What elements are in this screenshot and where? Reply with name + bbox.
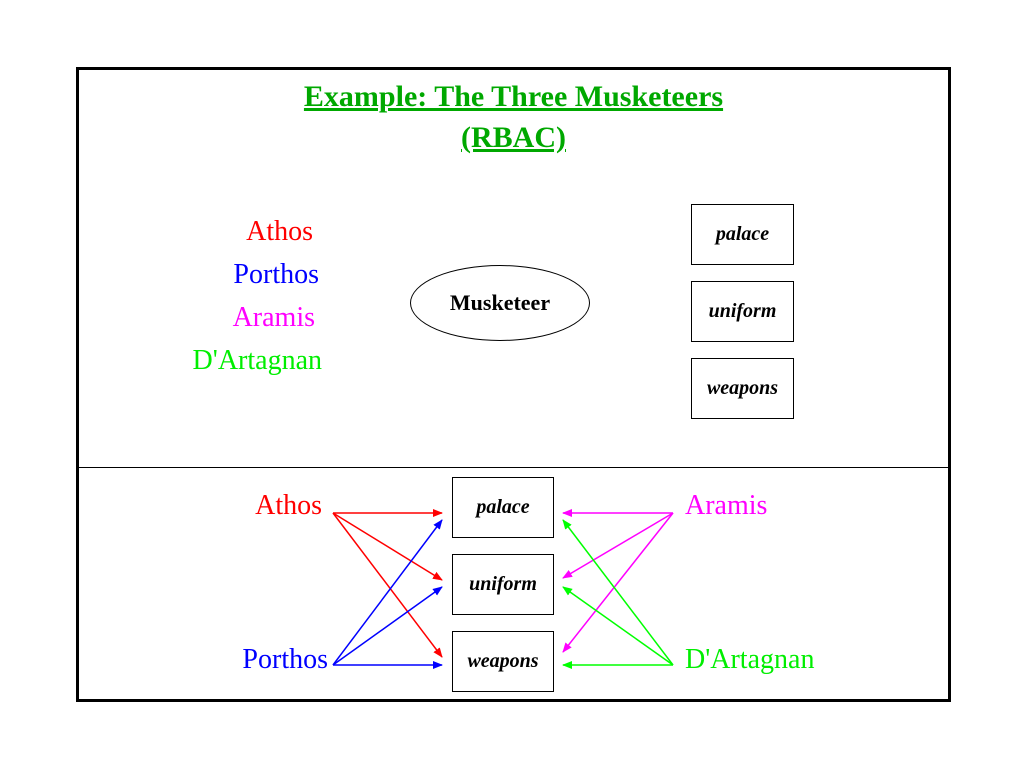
top-user-porthos: Porthos <box>233 259 319 290</box>
arrow-porthos-uniform <box>332 586 443 666</box>
bottom-permission-uniform: uniform <box>452 554 554 615</box>
top-user-athos: Athos <box>246 216 313 247</box>
top-user-aramis: Aramis <box>232 302 315 333</box>
slide-subtitle: (RBAC) <box>461 121 566 154</box>
top-permission-weapons: weapons <box>691 358 794 419</box>
arrow-dartagnan-uniform <box>562 586 674 666</box>
top-permission-palace: palace <box>691 204 794 265</box>
arrow-athos-weapons <box>332 512 443 658</box>
bottom-permission-weapons: weapons <box>452 631 554 692</box>
section-divider <box>79 467 948 468</box>
arrow-porthos-palace <box>332 519 443 666</box>
bottom-user-porthos: Porthos <box>242 644 328 675</box>
arrow-dartagnan-palace <box>562 519 674 666</box>
top-permission-uniform: uniform <box>691 281 794 342</box>
slide-title: Example: The Three Musketeers <box>303 80 724 113</box>
arrow-aramis-weapons <box>562 512 674 653</box>
arrow-aramis-uniform <box>562 512 674 579</box>
top-user-dartagnan: D'Artagnan <box>192 345 322 376</box>
bottom-user-dartagnan: D'Artagnan <box>685 644 815 675</box>
bottom-user-athos: Athos <box>255 490 322 521</box>
slide-frame <box>76 67 951 702</box>
bottom-user-aramis: Aramis <box>685 490 768 521</box>
arrow-athos-uniform <box>332 512 443 581</box>
bottom-permission-palace: palace <box>452 477 554 538</box>
role-musketeer: Musketeer <box>410 265 590 341</box>
